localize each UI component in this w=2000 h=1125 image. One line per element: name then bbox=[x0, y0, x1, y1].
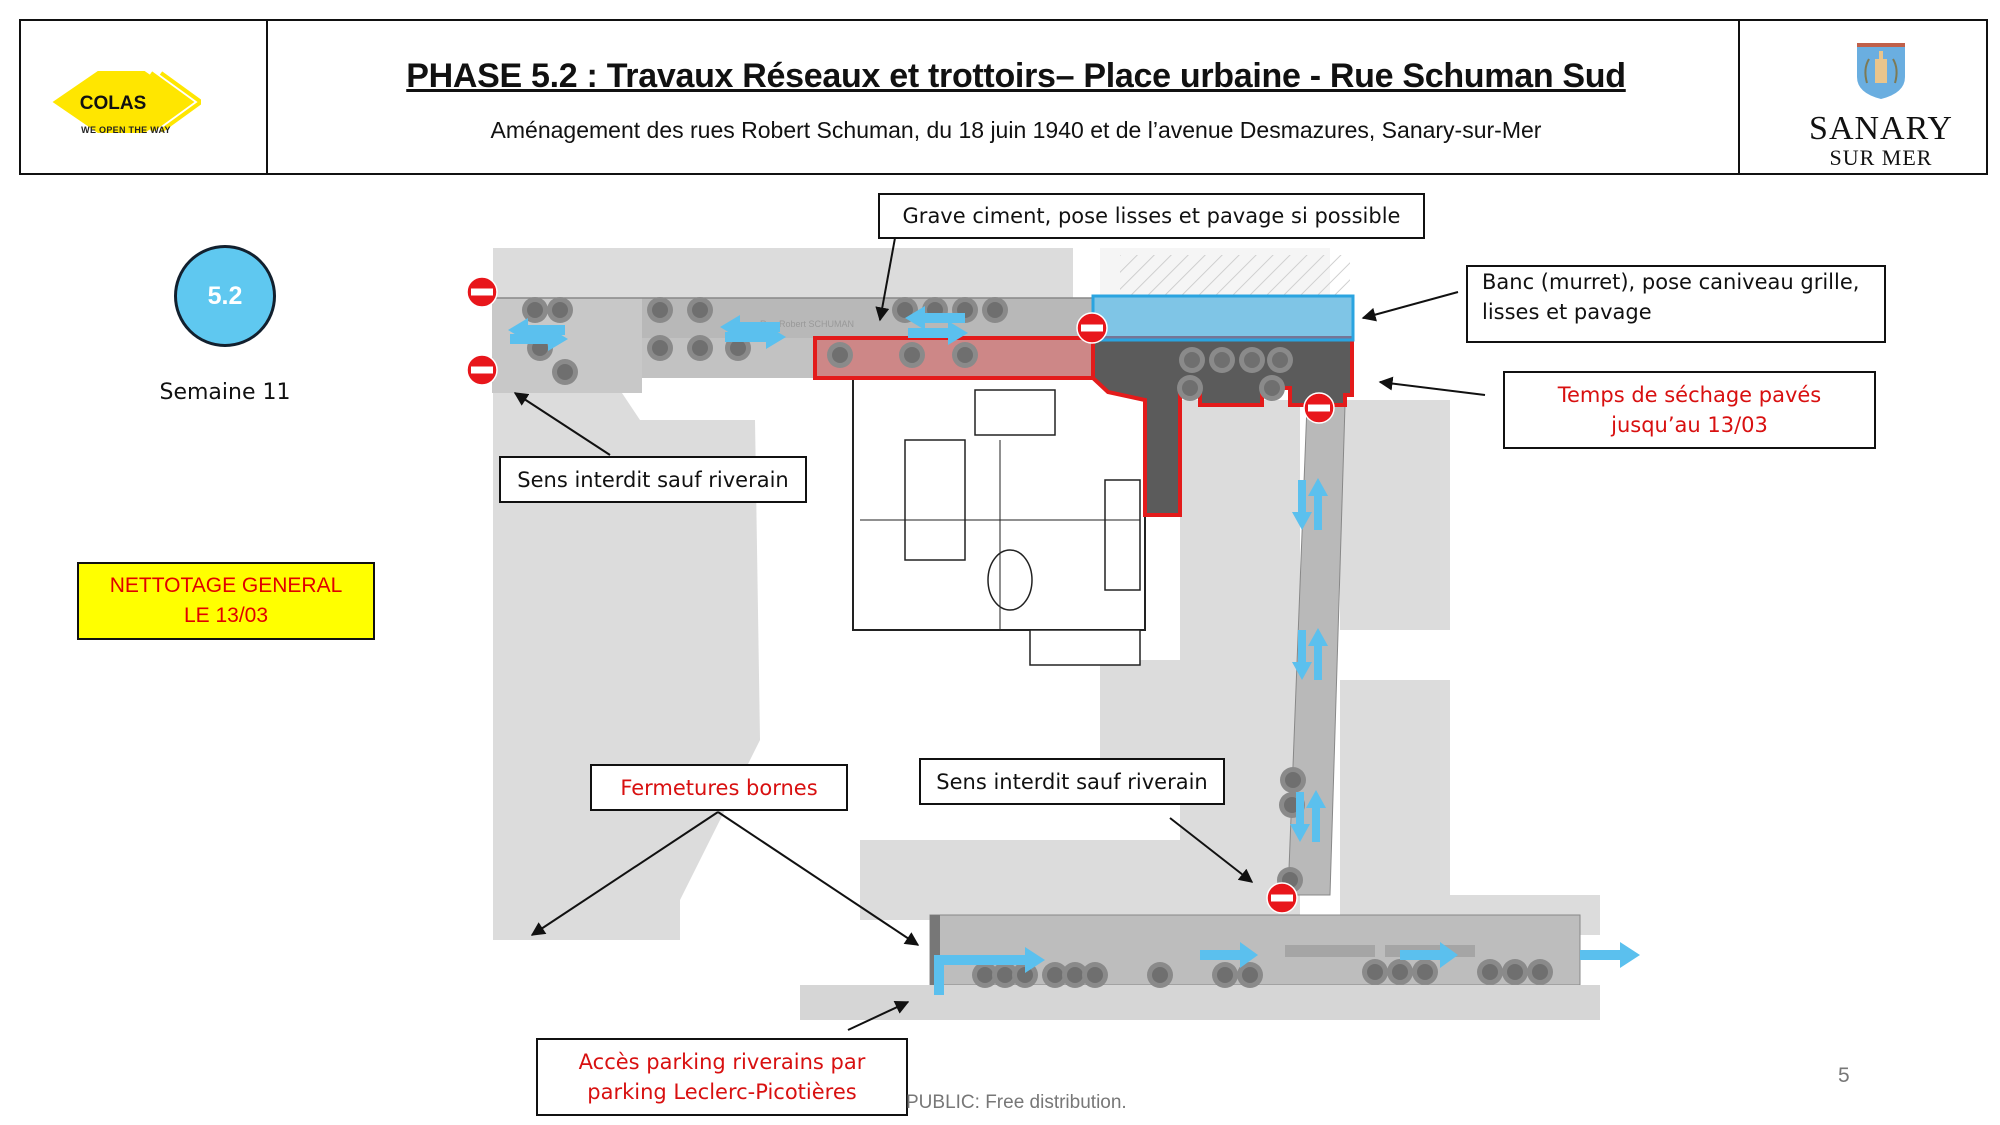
cleaning-notice-line1: NETTOTAGE GENERAL bbox=[109, 574, 343, 597]
arrow-right bbox=[725, 325, 786, 349]
arrow-left bbox=[905, 306, 965, 330]
arrow-right bbox=[510, 327, 568, 351]
callout-sens-interdit-south: Sens interdit sauf riverain bbox=[919, 758, 1225, 805]
cleaning-notice-line2: LE 13/03 bbox=[183, 604, 269, 627]
arrow-down bbox=[1292, 480, 1312, 530]
callout-sechage-line2: jusqu’au 13/03 bbox=[1611, 413, 1768, 437]
page-title: PHASE 5.2 : Travaux Réseaux et trottoirs… bbox=[406, 57, 1626, 95]
colas-wordmark: COLAS bbox=[80, 93, 147, 114]
arrow-right bbox=[1580, 942, 1640, 968]
no-entry-icon bbox=[466, 354, 498, 386]
callout-sechage-line1: Temps de séchage pavés bbox=[1557, 383, 1822, 407]
street-label: Rue Robert SCHUMAN bbox=[760, 319, 854, 329]
hatched-area bbox=[1120, 255, 1350, 295]
sanary-shield-icon bbox=[1857, 43, 1905, 99]
arrow-right bbox=[908, 321, 968, 345]
callout-sechage: Temps de séchage pavés jusqu’au 13/03 bbox=[1503, 371, 1876, 449]
callout-banc-line1: Banc (murret), pose caniveau grille, bbox=[1482, 270, 1860, 294]
callout-acces-parking: Accès parking riverains par parking Lecl… bbox=[536, 1038, 908, 1116]
header-divider bbox=[266, 21, 268, 173]
colas-logo: COLAS bbox=[52, 71, 201, 133]
callout-leaders bbox=[513, 237, 1486, 1031]
arrow-down bbox=[1290, 792, 1310, 842]
slide-header: COLAS WE OPEN THE WAY PHASE 5.2 : Travau… bbox=[19, 19, 1988, 175]
phase-badge: 5.2 bbox=[174, 245, 276, 347]
callout-acces-line2: parking Leclerc-Picotières bbox=[587, 1080, 857, 1104]
cleaning-notice: NETTOTAGE GENERAL LE 13/03 bbox=[77, 562, 375, 640]
no-entry-icon bbox=[466, 276, 498, 308]
traffic-arrows bbox=[508, 306, 1640, 995]
callout-banc-line2: lisses et pavage bbox=[1482, 300, 1652, 324]
page-subtitle: Aménagement des rues Robert Schuman, du … bbox=[490, 117, 1542, 143]
arrow-up bbox=[1306, 790, 1326, 842]
sanary-subname: SUR MER bbox=[1829, 145, 1933, 170]
callout-banc: Banc (murret), pose caniveau grille, lis… bbox=[1466, 265, 1886, 343]
arrow-right bbox=[1400, 942, 1458, 968]
no-entry-icon bbox=[1303, 392, 1335, 424]
arrow-right bbox=[1200, 942, 1258, 968]
sanary-name: SANARY bbox=[1809, 110, 1953, 147]
header-divider bbox=[1738, 21, 1740, 173]
page-number: 5 bbox=[1838, 1064, 1850, 1087]
building-floorplan bbox=[852, 377, 1146, 666]
no-entry-icon bbox=[1076, 312, 1108, 344]
arrow-up bbox=[1308, 478, 1328, 530]
callout-fermetures-bornes: Fermetures bornes bbox=[590, 764, 848, 811]
classification-footer: PUBLIC: Free distribution. bbox=[906, 1092, 1127, 1113]
arrow-turn-right bbox=[934, 947, 1045, 995]
colas-tagline: WE OPEN THE WAY bbox=[81, 125, 171, 135]
arrow-down bbox=[1292, 630, 1312, 680]
callout-grave-ciment: Grave ciment, pose lisses et pavage si p… bbox=[878, 193, 1425, 239]
road-desmazures bbox=[800, 914, 1600, 1020]
sanary-logo: SANARY SUR MER bbox=[1766, 41, 1996, 169]
callout-sens-interdit-west: Sens interdit sauf riverain bbox=[499, 456, 807, 503]
zone-works-blue bbox=[1091, 294, 1355, 342]
no-entry-icon bbox=[1266, 882, 1298, 914]
zone-drying-dark bbox=[1091, 336, 1354, 517]
arrow-up bbox=[1308, 628, 1328, 680]
callout-acces-line1: Accès parking riverains par bbox=[578, 1050, 866, 1074]
week-label: Semaine 11 bbox=[159, 380, 291, 405]
